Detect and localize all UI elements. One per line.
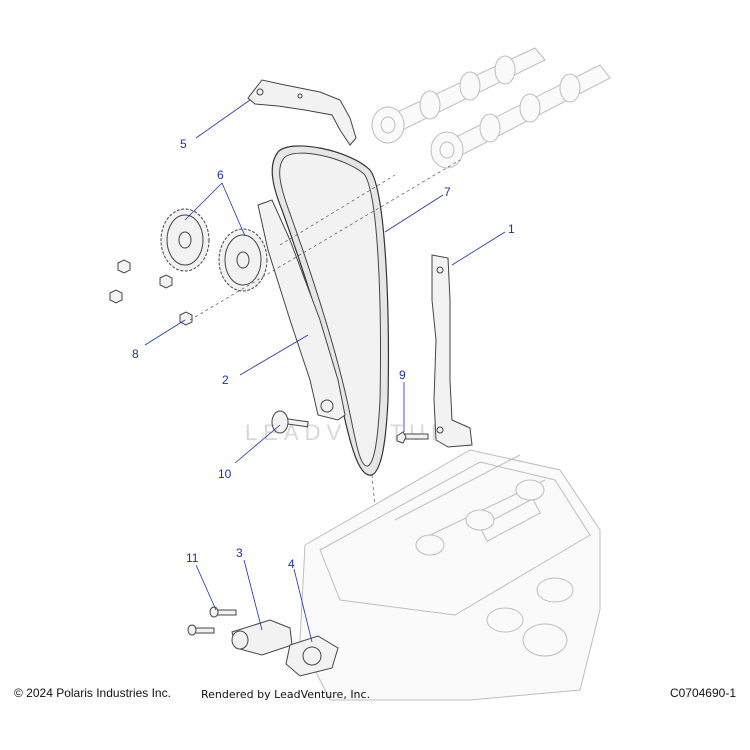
callout-6: 6: [217, 168, 224, 182]
leader-lines: [144, 99, 506, 643]
callout-3: 3: [236, 546, 243, 560]
cam-sprockets: [160, 208, 268, 292]
cylinder-head: [299, 449, 601, 701]
callout-2: 2: [222, 373, 229, 387]
camshafts: [371, 47, 611, 169]
callout-labels: 1 2 3 4 5 6 7 8 9 10 11: [132, 137, 515, 571]
callout-11: 11: [186, 551, 199, 565]
cam-sprocket-intake: [160, 208, 210, 272]
fixed-chain-guide: [431, 254, 473, 448]
copyright-text: © 2024 Polaris Industries Inc.: [14, 686, 171, 700]
callout-8: 8: [132, 347, 139, 361]
callout-1: 1: [508, 222, 515, 236]
chain-tensioner: [231, 619, 293, 656]
guide-bolt-10: [271, 410, 309, 434]
cam-sprocket-exhaust: [218, 228, 268, 292]
tensioner-gasket: [285, 635, 339, 677]
guide-bolt-9: [396, 431, 429, 444]
intake-camshaft: [371, 47, 546, 144]
diagram-code: C0704690-1: [669, 686, 736, 700]
upper-chain-guide: [247, 79, 357, 146]
exhaust-camshaft: [430, 64, 611, 169]
callout-7: 7: [444, 185, 451, 199]
rendered-by-text: Rendered by LeadVenture, Inc.: [201, 688, 371, 701]
callout-10: 10: [218, 467, 232, 481]
tensioner-chain-guide: [257, 199, 346, 421]
sprocket-bolts: [109, 259, 193, 326]
callout-4: 4: [288, 557, 295, 571]
tensioner-bolts: [187, 606, 237, 636]
callout-5: 5: [180, 137, 187, 151]
callout-9: 9: [399, 368, 406, 382]
